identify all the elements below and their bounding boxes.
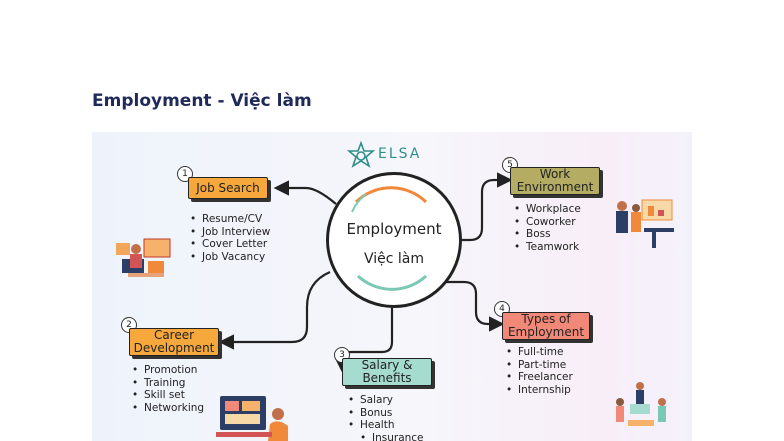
node-career-development: Career Development [129,328,219,356]
mind-map-diagram: ELSA Employment Việc làm 1 Job Search Re… [92,132,692,441]
elsa-logo-text: ELSA [378,146,422,162]
list-item: Resume/CV [190,213,270,226]
list-item: Teamwork [514,241,581,254]
elsa-logo-icon [346,140,376,168]
node-work-environment: Work Environment [510,167,600,195]
list-item: Coworker [514,216,581,229]
types-of-employment-list: Full-time Part-time Freelancer Internshi… [506,346,573,396]
career-development-illustration [216,396,288,441]
hub-circle: Employment Việc làm [326,172,462,308]
node-salary-benefits: Salary & Benefits [342,358,432,386]
node-types-of-employment: Types of Employment [502,312,590,340]
hub-ring-icon [351,186,428,291]
list-item: Boss [514,228,581,241]
list-item: Cover Letter [190,238,270,251]
connector-lines [218,172,513,373]
list-item: Training [132,377,204,390]
elsa-logo: ELSA [346,140,437,171]
list-item: Bonus [348,407,424,420]
list-item: Full-time [506,346,573,359]
list-item: Health [348,419,424,432]
connector-work-environment [456,172,513,242]
hub-title-english: Employment [346,220,442,238]
teamwork-illustration [616,382,666,426]
list-item: Skill set [132,389,204,402]
work-environment-illustration [616,199,674,248]
job-search-illustration [116,238,171,277]
page-title: Employment - Việc làm [92,91,312,111]
work-environment-list: Workplace Coworker Boss Teamwork [514,203,581,253]
node-job-search: Job Search [188,177,268,199]
list-item: Internship [506,384,573,397]
list-item: Part-time [506,359,573,372]
list-item: Promotion [132,364,204,377]
salary-benefits-list: Salary Bonus Health Insurance [348,394,424,441]
connector-job-search [273,180,337,205]
career-development-list: Promotion Training Skill set Networking [132,364,204,414]
list-item: Networking [132,402,204,415]
job-search-list: Resume/CV Job Interview Cover Letter Job… [190,213,270,263]
list-item: Freelancer [506,371,573,384]
connector-types-of-employment [444,280,505,332]
connector-career-development [218,270,331,350]
list-item: Salary [348,394,424,407]
list-item: Job Vacancy [190,251,270,264]
hub-title-vietnamese: Việc làm [363,251,425,267]
list-item: Job Interview [190,226,270,239]
list-item: Workplace [514,203,581,216]
list-item: Insurance [348,432,424,441]
